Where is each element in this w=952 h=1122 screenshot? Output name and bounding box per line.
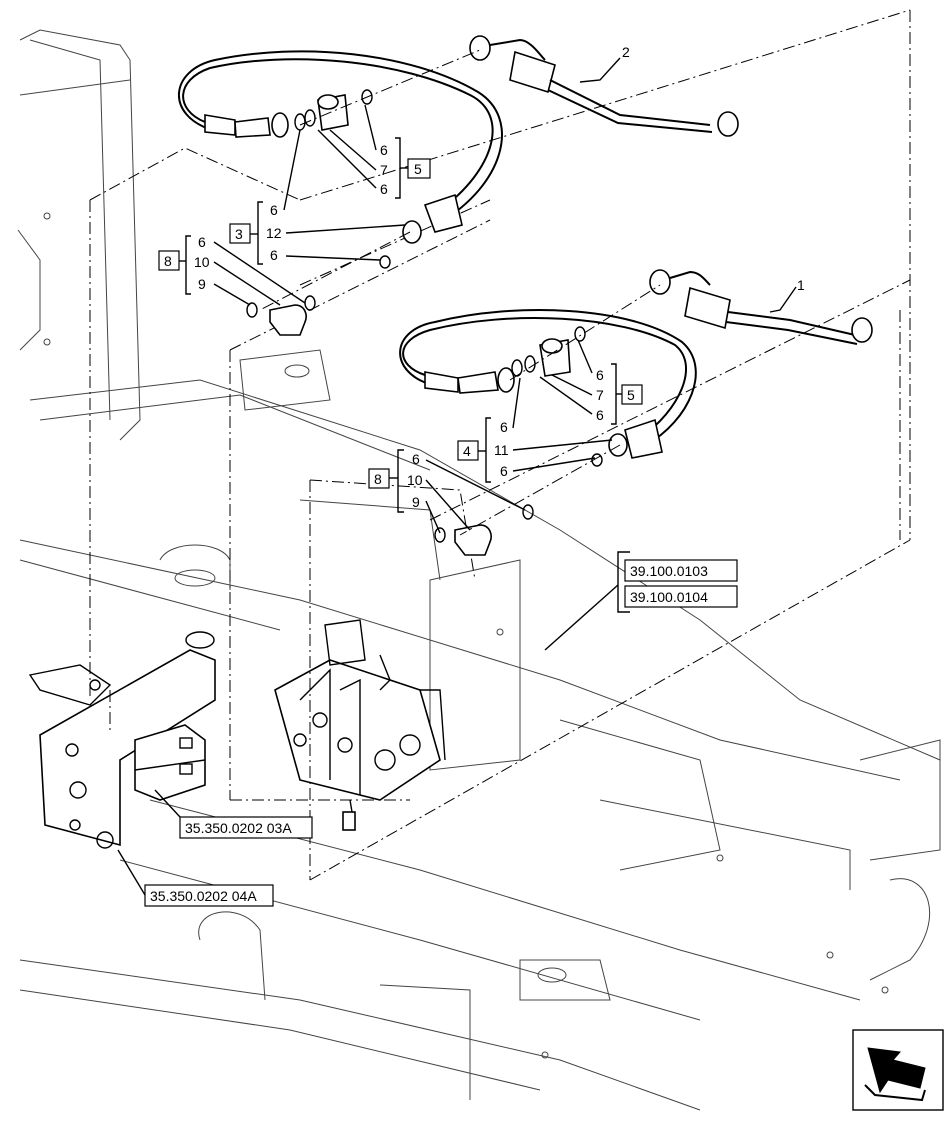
svg-text:12: 12	[266, 225, 282, 241]
assembly-outlines	[89, 9, 911, 881]
callout-hose-2: 2	[579, 44, 630, 83]
svg-text:10: 10	[194, 254, 210, 270]
svg-text:35.350.0202 03A: 35.350.0202 03A	[185, 820, 292, 836]
svg-text:6: 6	[596, 407, 604, 423]
upper-hose-assembly	[178, 35, 739, 336]
svg-text:39.100.0104: 39.100.0104	[630, 589, 708, 605]
ref-callout-solenoid-03a: 35.350.0202 03A	[154, 789, 313, 839]
ref-box-39-100-0104	[624, 585, 738, 608]
svg-text:8: 8	[374, 471, 382, 487]
chassis-frame	[17, 29, 941, 1111]
lower-tee-box	[621, 384, 643, 405]
upper-tee-callout: 6 7 6 5	[317, 104, 431, 199]
svg-text:4: 4	[463, 443, 471, 459]
svg-text:6: 6	[412, 451, 420, 467]
svg-text:11: 11	[494, 442, 509, 458]
svg-text:6: 6	[380, 181, 388, 197]
ref-callout-solenoid-04a: 35.350.0202 04A	[117, 849, 274, 907]
svg-text:7: 7	[596, 387, 604, 403]
ref-box-03a	[179, 816, 313, 839]
lower-hose-callout: 4 6 11 6	[457, 377, 613, 483]
svg-text:10: 10	[407, 472, 423, 488]
lower-tee-callout: 6 7 6 5	[539, 339, 643, 425]
svg-text:8: 8	[164, 253, 172, 269]
svg-text:9: 9	[412, 494, 420, 510]
svg-text:35.350.0202 04A: 35.350.0202 04A	[150, 888, 257, 904]
hose-1-number: 1	[797, 277, 805, 293]
svg-text:6: 6	[596, 367, 604, 383]
lower-hose-assembly	[399, 269, 873, 556]
solenoid-block	[28, 631, 216, 849]
hose-2-number: 2	[622, 44, 630, 60]
svg-text:6: 6	[270, 202, 278, 218]
svg-text:6: 6	[380, 142, 388, 158]
ref-box-39-100-0103	[624, 559, 738, 582]
svg-text:5: 5	[627, 387, 635, 403]
next-page-arrow-icon[interactable]	[852, 1029, 944, 1111]
svg-text:6: 6	[198, 234, 206, 250]
svg-text:6: 6	[270, 247, 278, 263]
svg-text:6: 6	[500, 463, 508, 479]
svg-text:39.100.0103: 39.100.0103	[630, 563, 708, 579]
svg-text:5: 5	[414, 161, 422, 177]
svg-text:6: 6	[500, 419, 508, 435]
upper-elbow-callout: 8 6 10 9	[158, 234, 306, 306]
ref-box-04a	[144, 884, 274, 907]
svg-text:7: 7	[380, 162, 388, 178]
svg-text:9: 9	[198, 276, 206, 292]
upper-tee-box	[407, 158, 431, 179]
callout-hose-1: 1	[769, 277, 805, 313]
control-valve-assembly	[274, 619, 446, 831]
lower-elbow-callout: 8 6 10 9	[368, 449, 526, 534]
upper-hose-callout: 3 6 12 6	[229, 129, 406, 265]
svg-text:3: 3	[235, 226, 243, 242]
ref-callout-valve: 39.100.0103 39.100.0104	[544, 551, 738, 651]
